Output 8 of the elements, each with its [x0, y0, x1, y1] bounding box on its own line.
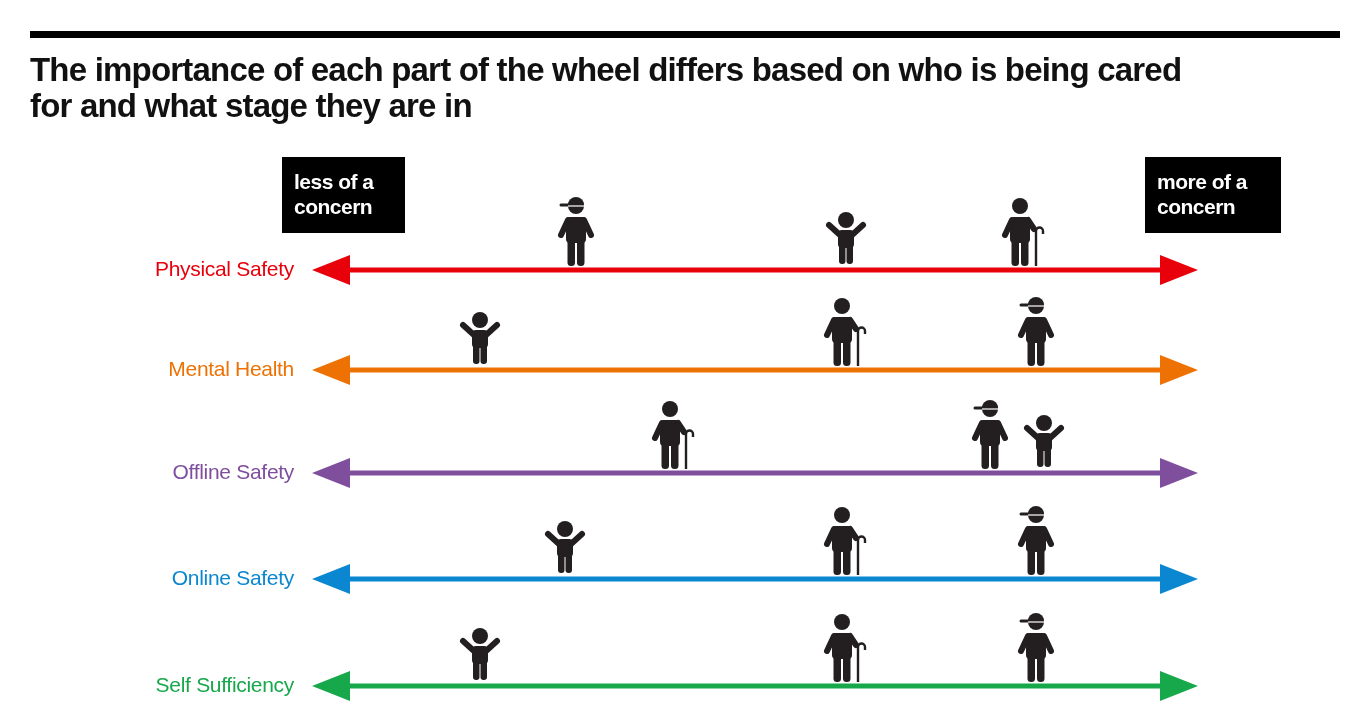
scale-label: Mental Health — [168, 357, 294, 381]
scale-label: Physical Safety — [154, 257, 294, 281]
scale-label: Self Sufficiency — [155, 673, 294, 697]
scale-label: Offline Safety — [172, 460, 294, 484]
title: The importance of each part of the wheel differs based on who is being cared for and what stage they are in — [30, 52, 1183, 124]
scale-label: Online Safety — [171, 566, 294, 590]
label-box: less of a concern — [282, 157, 405, 233]
label-box: more of a concern — [1145, 157, 1281, 233]
